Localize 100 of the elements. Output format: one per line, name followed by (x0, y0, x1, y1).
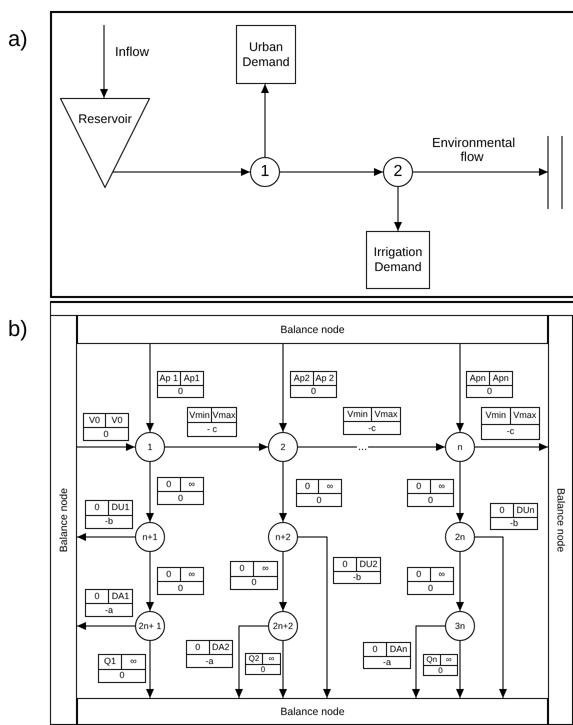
attribute-table (245, 653, 281, 675)
table-cell: Vmin (344, 408, 372, 421)
panel-label: b) (8, 318, 28, 340)
table-cell-text: Ap1 (182, 372, 201, 384)
table-cell: 0 (491, 504, 514, 516)
table-cell-text: Vmax (373, 408, 398, 421)
arrow (412, 626, 446, 698)
table-cell: 0 (158, 581, 203, 594)
table-cell-text: ∞ (326, 480, 334, 493)
table-cell: 0 (297, 480, 319, 493)
table-cell: 0 (297, 493, 341, 506)
arrow (456, 344, 464, 432)
table-cell-text: Vmax (512, 409, 538, 422)
table-cell-text: DU2 (358, 558, 378, 570)
balance-band (77, 315, 548, 344)
attribute-table (157, 371, 204, 398)
balance-band (50, 315, 77, 725)
table-cell: Q1 (99, 655, 122, 668)
arrow (164, 443, 268, 451)
arrow (279, 344, 287, 432)
attribute-table (186, 640, 233, 668)
table-cell-text: ∞ (268, 654, 276, 664)
table-cell: -a (86, 603, 132, 616)
attribute-table (466, 371, 513, 398)
junction-circle: n+1 (135, 522, 165, 552)
junction-circle: 1 (135, 432, 165, 462)
table-cell-text: Apn (492, 372, 510, 384)
balance-band (77, 698, 548, 725)
arrow (456, 552, 464, 612)
table-cell: 0 (334, 558, 357, 570)
table-cell: 0 (231, 562, 254, 576)
attribute-table (85, 589, 133, 617)
attribute-table (187, 407, 237, 437)
junction-circle: 3n (445, 611, 475, 641)
band-label: Balance node (280, 324, 345, 336)
arrow (100, 24, 108, 98)
table-cell: 0 (158, 491, 203, 504)
arrow (146, 462, 154, 522)
arrow (261, 84, 269, 158)
table-cell-text: DA2 (210, 641, 230, 654)
table-cell: 0 (408, 581, 453, 594)
table-cell: Qn (424, 655, 440, 665)
arrow (279, 552, 287, 612)
arrow (112, 168, 250, 176)
junction-circle: 2 (383, 157, 413, 187)
attribute-table (481, 407, 540, 440)
table-cell: 0 (408, 493, 453, 506)
table-cell: -b (86, 514, 132, 528)
junction-circle: 2n+2 (268, 611, 298, 641)
table-cell-text: ∞ (188, 568, 196, 581)
table-cell: 0 (408, 480, 430, 493)
panel-label: a) (8, 28, 28, 50)
table-cell-text: DAn (388, 643, 408, 656)
band-label: Balance node (280, 706, 345, 718)
table-cell-text: ∞ (129, 655, 138, 668)
junction-circle: n (445, 432, 475, 462)
arrow (280, 168, 384, 176)
table-cell: Q2 (246, 654, 263, 664)
attribute-table (290, 371, 337, 398)
table-cell: 0 (86, 501, 109, 514)
junction-circle: n+2 (268, 522, 298, 552)
arrow (76, 533, 136, 541)
junction-circle: 1 (250, 157, 280, 187)
attribute-table (230, 561, 278, 590)
junction-circle: 2n+ 1 (135, 611, 165, 641)
arrow (146, 640, 154, 698)
table-cell-text: DUn (515, 504, 536, 516)
arrow (456, 640, 464, 698)
junction-circle: 2n (445, 522, 475, 552)
table-cell: 0 (84, 427, 128, 440)
attribute-table (157, 567, 204, 595)
arrow (76, 443, 136, 451)
table-cell: -a (364, 656, 410, 668)
demand-box: Irrigation Demand (366, 231, 430, 289)
attribute-table (363, 642, 411, 669)
table-cell: 0 (99, 668, 145, 682)
attribute-table (157, 477, 204, 505)
arrow (279, 462, 287, 522)
edge-label: Inflow (114, 45, 150, 60)
arrow (146, 344, 154, 432)
band-label: Balance node (58, 488, 70, 552)
balance-band (548, 315, 573, 725)
table-cell: 0 (158, 568, 180, 581)
table-cell: 0 (467, 384, 512, 397)
table-cell: -b (334, 570, 380, 583)
arrow (279, 640, 287, 698)
table-cell: 0 (246, 664, 280, 674)
arrow (412, 168, 548, 176)
table-cell-text: ∞ (438, 480, 446, 493)
table-cell-text: Ap 2 (314, 372, 335, 384)
attribute-table (407, 479, 454, 507)
arrow (76, 622, 136, 630)
table-cell-text: DA1 (110, 590, 130, 603)
table-cell: 0 (158, 384, 203, 397)
table-cell: 0 (187, 641, 210, 654)
table-cell-text: ∞ (261, 562, 270, 576)
table-cell: Apn (467, 372, 490, 384)
table-cell: 0 (424, 665, 457, 675)
table-cell: Vmin (188, 408, 212, 422)
table-cell-text: ∞ (188, 478, 196, 491)
